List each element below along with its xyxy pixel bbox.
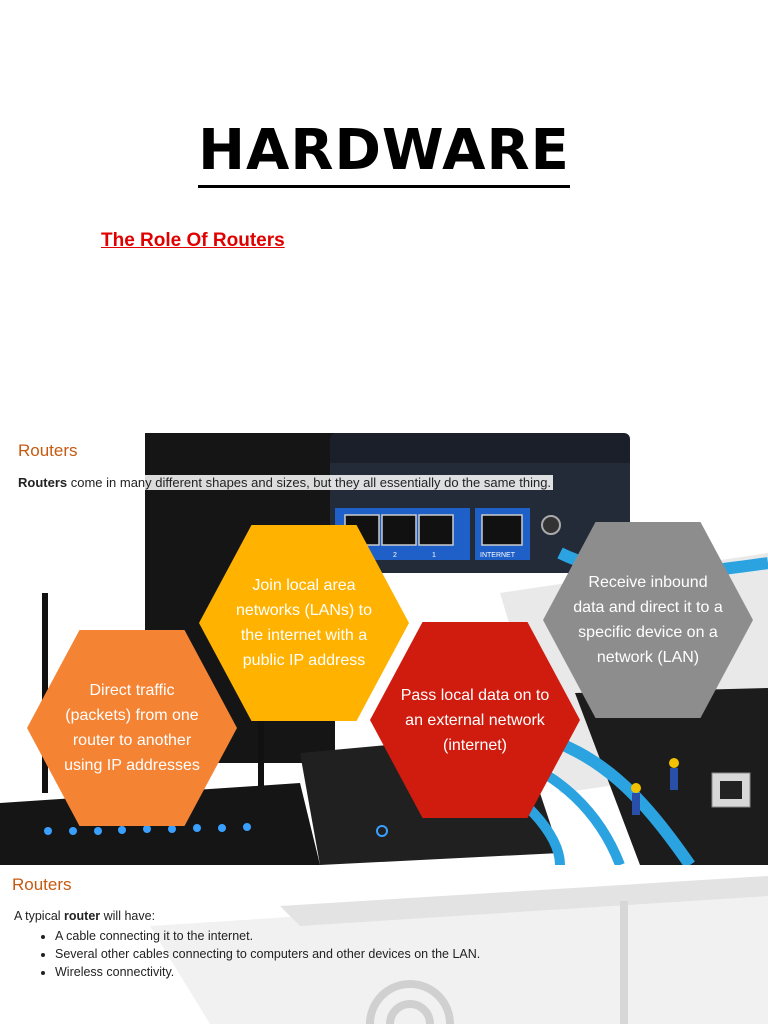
lan-port-2 [381,514,417,546]
technician-figures [631,758,679,815]
list-item: A cable connecting it to the internet. [55,927,480,945]
port-label-internet: INTERNET [480,552,516,559]
slide1-intro-bold: Routers [18,475,68,490]
hexagon-receive-inbound: Receive inbound data and direct it to a … [543,522,753,718]
front-led-row [44,823,251,835]
white-router-illustration [150,876,768,1024]
page-title-text: HARDWARE [198,118,570,188]
hexagon-join-lans: Join local area networks (LANs) to the i… [199,525,409,721]
section-subtitle: The Role Of Routers [101,230,285,251]
wifi-icon [366,980,454,1024]
slide2-intro-bold: router [64,909,101,923]
antenna-left [42,593,48,793]
hexagon-direct-traffic-text: Direct traffic (packets) from one router… [64,682,200,774]
slide1-heading: Routers [18,441,78,460]
slide1-intro: Routers come in many different shapes an… [16,475,554,490]
routers-slide-2: Routers A typical router will have: A ca… [0,866,768,1024]
center-router-power-led [376,825,388,837]
hexagon-direct-traffic: Direct traffic (packets) from one router… [27,630,237,826]
hexagon-receive-inbound-text: Receive inbound data and direct it to a … [573,574,723,666]
hexagon-join-lans-text: Join local area networks (LANs) to the i… [235,577,373,669]
internet-port [481,514,523,546]
antenna-icon [620,901,628,1024]
lan-port-1 [418,514,454,546]
router-features-list: A cable connecting it to the internet. S… [30,927,480,981]
list-item: Several other cables connecting to compu… [55,945,480,963]
power-jack [541,515,561,535]
slide2-heading: Routers [12,875,72,894]
hexagon-pass-local-data: Pass local data on to an external networ… [370,622,580,818]
slide1-intro-rest: come in many different shapes and sizes,… [67,475,552,490]
slide2-intro-post: will have: [100,909,156,923]
slide2-intro: A typical router will have: [14,909,155,923]
antenna-right [258,663,264,793]
list-item: Wireless connectivity. [55,963,480,981]
slide2-intro-pre: A typical [14,909,65,923]
routers-slide-image: 2 1 INTERNET [0,433,768,865]
port-label-2: 2 [393,552,397,559]
port-label-1: 1 [432,552,436,559]
hexagon-pass-local-data-text: Pass local data on to an external networ… [400,686,550,754]
page-title: HARDWARE [0,118,768,188]
